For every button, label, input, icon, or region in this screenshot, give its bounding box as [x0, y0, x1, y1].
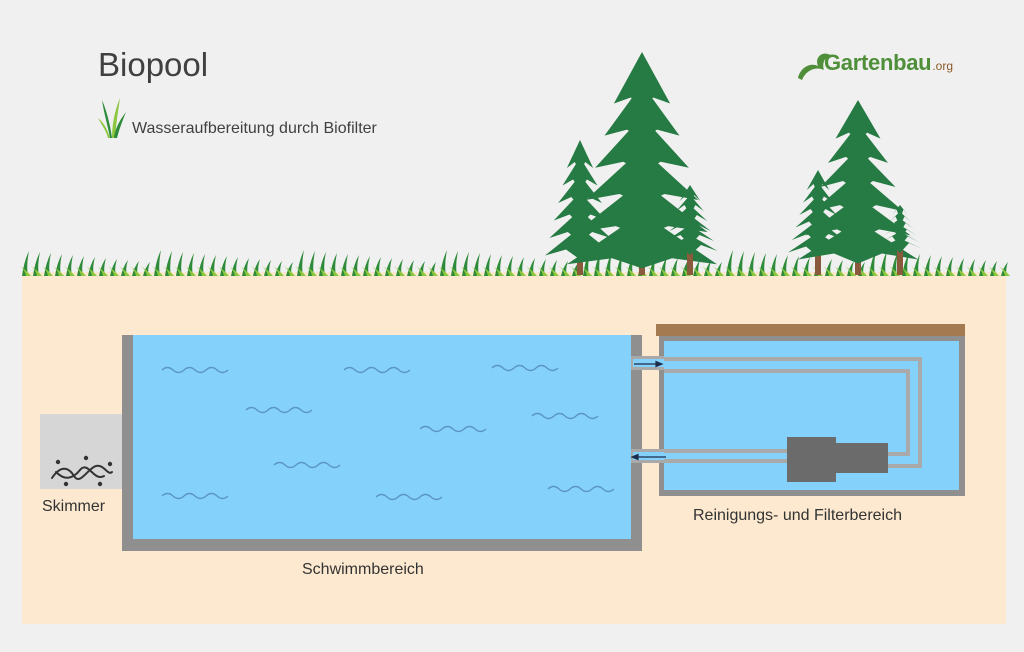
diagram-subtitle: Wasseraufbereitung durch Biofilter — [132, 120, 377, 137]
label-skimmer: Skimmer — [42, 498, 106, 515]
logo-leaf-icon — [798, 53, 832, 80]
logo-text: Gartenbau — [824, 50, 932, 75]
wave-mark — [531, 412, 599, 420]
grass-sprig-icon — [98, 98, 126, 138]
wave-mark — [419, 425, 487, 433]
tree-icon — [877, 205, 923, 275]
wave-mark — [161, 492, 229, 500]
tree-icon — [545, 140, 615, 275]
tree-icon — [798, 100, 918, 275]
wave-mark — [343, 366, 411, 374]
label-swimming-area: Schwimmbereich — [302, 561, 424, 578]
filter-pipe-loop — [664, 357, 922, 468]
diagram-title: Biopool — [98, 46, 209, 83]
gartenbau-logo[interactable]: Gartenbau .org — [796, 50, 953, 82]
label-filter-area: Reinigungs- und Filterbereich — [693, 507, 902, 524]
pump-icon — [787, 437, 888, 482]
wave-mark — [161, 366, 229, 374]
tree-icon — [662, 185, 718, 275]
grass-strip — [20, 250, 1010, 276]
tree-icon — [567, 52, 717, 275]
logo-suffix: .org — [932, 59, 954, 73]
filter-basin-lid — [656, 324, 965, 336]
wave-mark — [273, 461, 341, 469]
trees — [545, 52, 923, 275]
wave-mark — [491, 364, 559, 372]
wave-mark — [245, 406, 313, 414]
wave-mark — [375, 493, 443, 501]
wave-mark — [547, 485, 615, 493]
swimming-pool-water — [133, 335, 631, 539]
water-waves — [161, 364, 615, 501]
flow-arrow-icon — [630, 360, 666, 461]
skimmer-debris-icon — [51, 455, 113, 487]
